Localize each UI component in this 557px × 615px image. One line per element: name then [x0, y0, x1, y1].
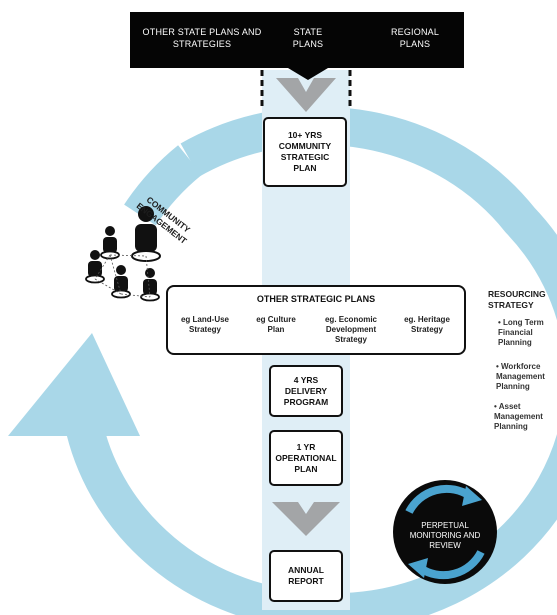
- delivery-program-label: 4 YRS DELIVERY PROGRAM: [283, 374, 329, 407]
- cycle-ring: [66, 106, 557, 615]
- delivery-program-box: 4 YRS DELIVERY PROGRAM: [269, 365, 343, 417]
- culture-plan-item: eg Culture Plan: [256, 315, 296, 334]
- annual-report-box: ANNUAL REPORT: [269, 550, 343, 602]
- topbar-pointer: [288, 68, 328, 80]
- state-plans-label: STATE PLANS: [292, 27, 324, 49]
- other-state-plans-label: OTHER STATE PLANS AND STRATEGIES: [142, 27, 262, 49]
- community-strategic-plan-box: 10+ YRS COMMUNITY STRATEGIC PLAN: [263, 117, 347, 187]
- heritage-strategy-item: eg. Heritage Strategy: [404, 315, 450, 334]
- annual-report-label: ANNUAL REPORT: [288, 565, 324, 586]
- other-strategic-plans-title: OTHER STRATEGIC PLANS: [256, 294, 376, 304]
- chevron-down-icon: [272, 502, 340, 536]
- land-use-strategy-item: eg Land-Use Strategy: [180, 315, 229, 334]
- resourcing-item-financial: • Long Term Financial Planning: [498, 318, 544, 347]
- economic-development-item: eg. Economic Development Strategy: [324, 315, 377, 344]
- operational-plan-box: 1 YR OPERATIONAL PLAN: [269, 430, 343, 486]
- operational-plan-label: 1 YR OPERATIONAL PLAN: [275, 441, 337, 474]
- monitoring-badge: [393, 480, 497, 584]
- community-strategic-plan-label: 10+ YRS COMMUNITY STRATEGIC PLAN: [278, 130, 332, 173]
- regional-plans-label: REGIONAL PLANS: [390, 27, 440, 49]
- other-strategic-plans-box: OTHER STRATEGIC PLANS eg Land-Use Strate…: [166, 285, 466, 355]
- resourcing-item-workforce: • Workforce Management Planning: [496, 362, 545, 391]
- cycle-arrowhead: [8, 333, 140, 436]
- resourcing-item-asset: • Asset Management Planning: [494, 402, 543, 431]
- resourcing-strategy-title: RESOURCING STRATEGY: [488, 289, 546, 310]
- source-plans-bar: OTHER STATE PLANS AND STRATEGIES STATE P…: [130, 12, 464, 68]
- monitoring-label: PERPETUAL MONITORING AND REVIEW: [409, 521, 481, 550]
- community-people-icon: [85, 206, 161, 302]
- refresh-arrows-icon: [405, 484, 473, 514]
- chevron-down-icon: [276, 78, 336, 112]
